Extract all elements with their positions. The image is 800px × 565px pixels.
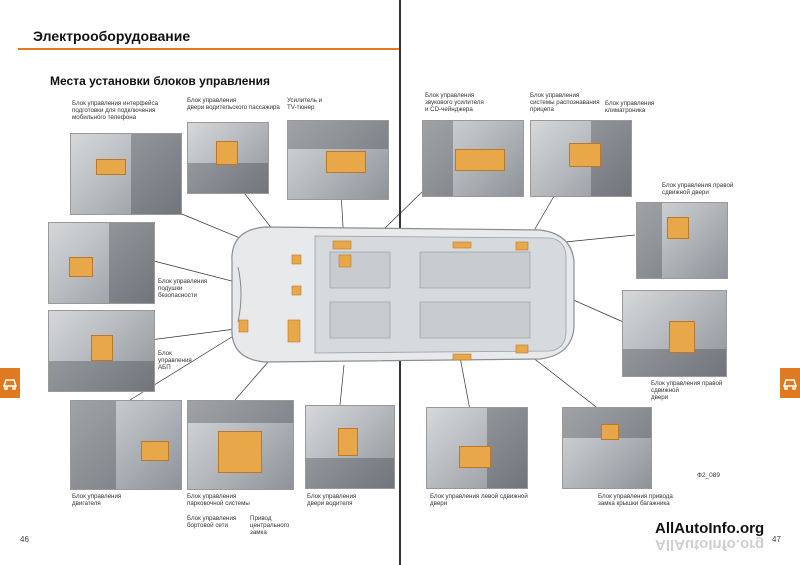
label-phone-interface: Блок управления интерфейса подготовки дл… <box>72 100 159 122</box>
label-abs: Блок управления АБП <box>158 350 192 372</box>
label-front-door: Блок управления двери водительского пасс… <box>187 97 280 112</box>
section-tab-left <box>0 368 20 398</box>
section-title: Электрооборудование <box>33 28 191 44</box>
photo-airbag <box>48 222 155 304</box>
label-right-sliding-door: Блок управления правой сдвижной двери <box>651 380 723 402</box>
label-tv-tuner: Усилитель и TV-тюнер <box>287 97 323 112</box>
photo-left-sliding-door <box>426 407 528 489</box>
label-rear-door: Блок управления правой сдвижной двери <box>662 182 734 197</box>
photo-rear-door <box>622 290 727 377</box>
figure-code: Ф2_089 <box>697 472 721 479</box>
photo-engine <box>70 400 182 490</box>
car-icon <box>783 379 797 390</box>
vehicle-top-view <box>231 226 575 363</box>
label-tailgate: Блок управления привода замка крышки баг… <box>598 493 673 508</box>
car-icon <box>3 379 17 390</box>
header-bar <box>18 26 399 50</box>
photo-amplifier <box>422 120 524 197</box>
watermark: AllAutoInfo.org <box>655 520 765 537</box>
photo-onboard-network <box>187 400 294 490</box>
page-number-left: 46 <box>20 535 29 544</box>
photo-tailgate <box>562 407 652 489</box>
section-tab-right <box>780 368 800 398</box>
photo-driver-door <box>305 405 395 489</box>
photo-phone-interface <box>70 133 182 215</box>
label-central-lock: Привод центрального замка <box>250 515 290 537</box>
label-onboard-network: Блок управления бортовой сети <box>187 515 237 530</box>
label-climate: Блок управления климатроника <box>605 100 655 115</box>
photo-tv-tuner <box>287 120 389 200</box>
label-trailer: Блок управления системы распознавания пр… <box>530 92 600 114</box>
photo-abs <box>48 310 155 392</box>
label-engine: Блок управления двигателя <box>72 493 122 508</box>
photo-front-door <box>187 122 269 194</box>
page-number-right: 47 <box>772 535 781 544</box>
photo-climate <box>636 202 728 279</box>
label-parking: Блок управления парковочной системы <box>187 493 250 508</box>
label-left-sliding-door: Блок управления левой сдвижной двери <box>430 493 528 508</box>
label-airbag: Блок управления подушки безопасности <box>158 278 208 300</box>
photo-seat <box>530 120 632 197</box>
label-amplifier: Блок управления звукового усилителя и CD… <box>425 92 484 114</box>
watermark-reflection: AllAutoInfo.org <box>655 536 765 553</box>
label-driver-door: Блок управления двери водителя <box>307 493 357 508</box>
page-subtitle: Места установки блоков управления <box>50 74 271 88</box>
